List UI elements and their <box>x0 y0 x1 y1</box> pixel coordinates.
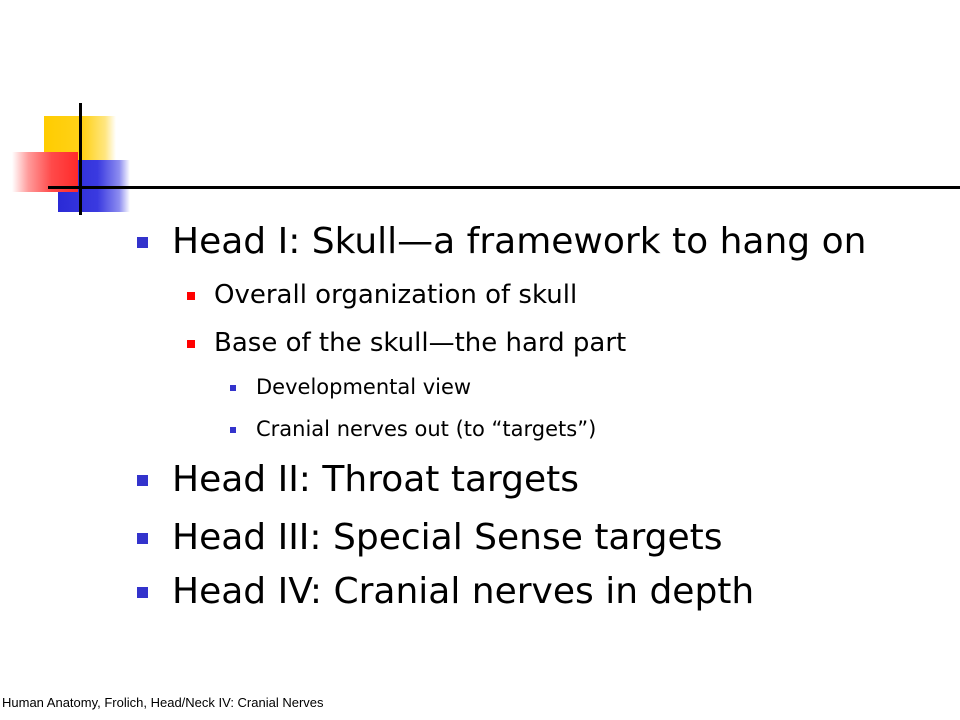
square-bullet-icon <box>137 587 148 598</box>
square-bullet-icon <box>137 533 148 544</box>
square-bullet-icon <box>230 427 236 433</box>
bullet-text: Head IV: Cranial nerves in depth <box>172 571 755 612</box>
vertical-line-decoration <box>79 103 82 215</box>
slide-footer: Human Anatomy, Frolich, Head/Neck IV: Cr… <box>2 695 324 710</box>
square-bullet-icon <box>187 340 195 348</box>
red-bar-decoration <box>12 152 78 192</box>
bullet-text: Cranial nerves out (to “targets”) <box>256 417 597 441</box>
title-underline-rule <box>48 186 960 189</box>
square-bullet-icon <box>187 292 195 300</box>
bullet-text: Overall organization of skull <box>214 280 578 310</box>
square-bullet-icon <box>137 475 148 486</box>
bullet-text: Developmental view <box>256 375 472 399</box>
square-bullet-icon <box>137 237 148 248</box>
bullet-text: Head I: Skull—a framework to hang on <box>172 221 867 262</box>
square-bullet-icon <box>230 385 236 391</box>
bullet-text: Head II: Throat targets <box>172 459 580 500</box>
bullet-text: Base of the skull—the hard part <box>214 328 627 358</box>
bullet-text: Head III: Special Sense targets <box>172 517 723 558</box>
